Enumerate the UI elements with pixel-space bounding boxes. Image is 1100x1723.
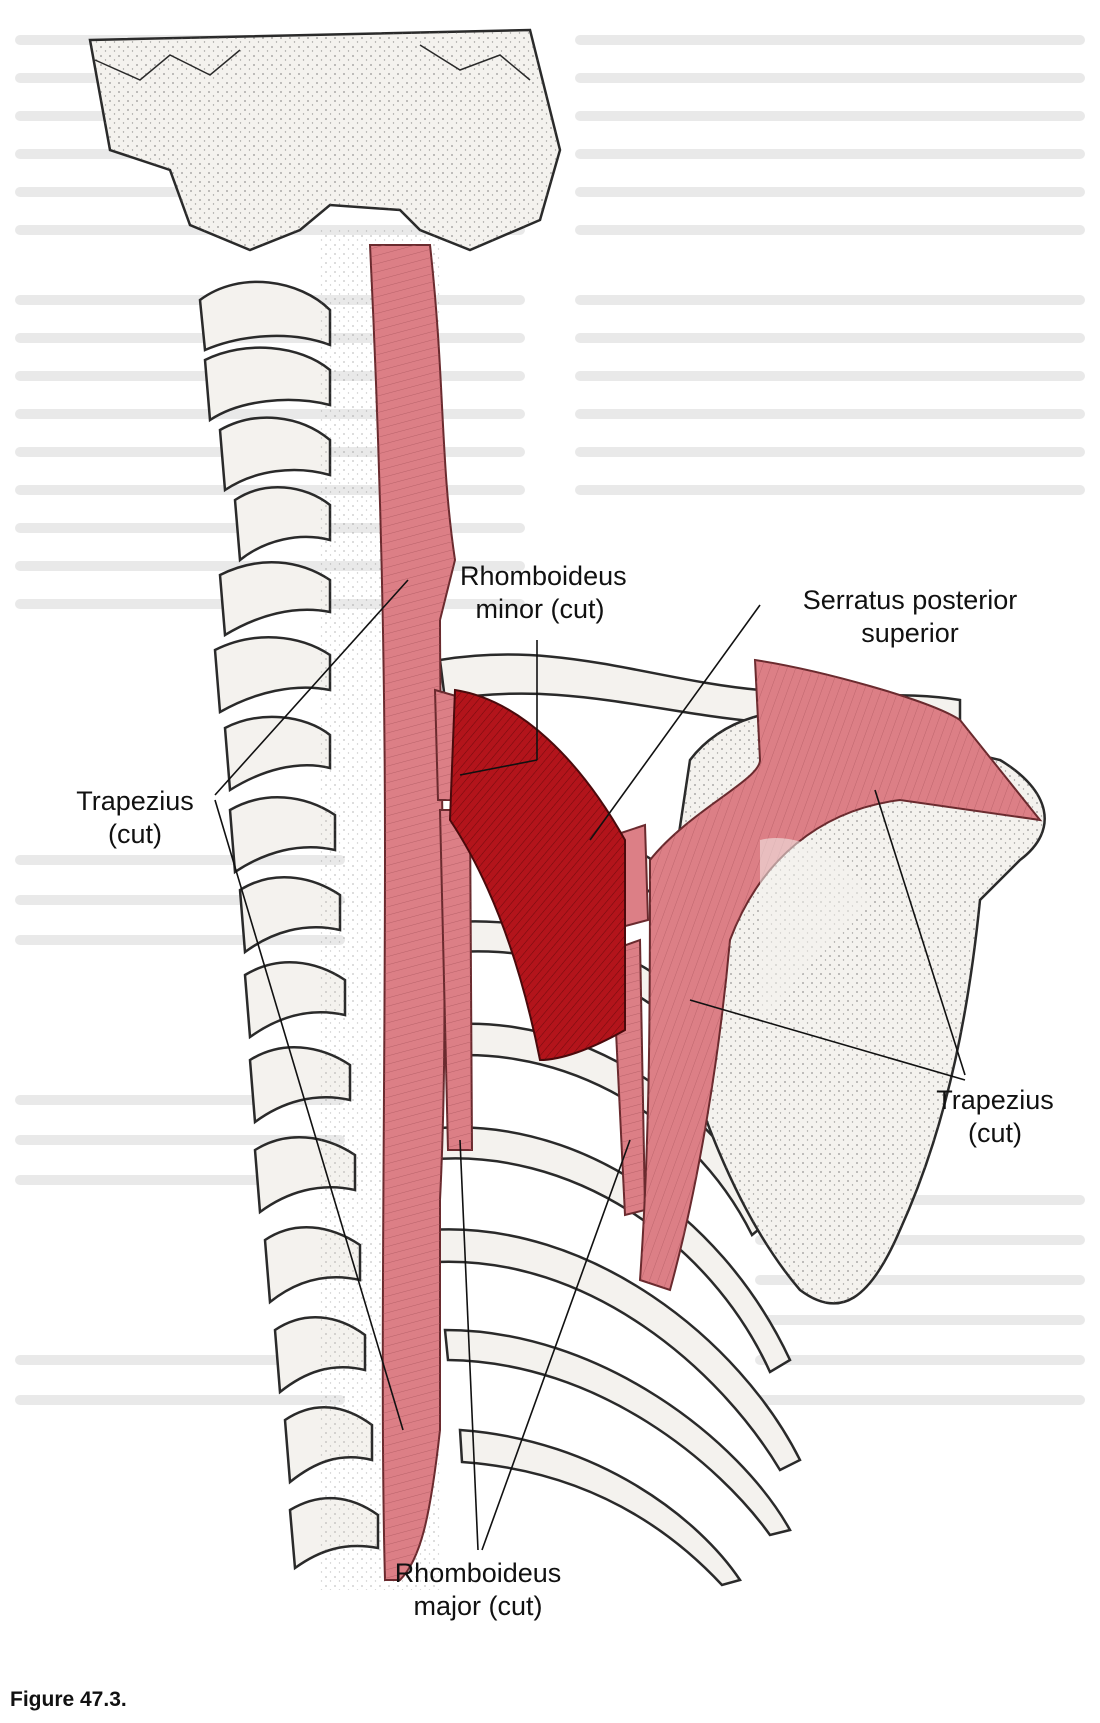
leader-lines	[214, 579, 966, 1551]
label-serratus-posterior-superior: Serratus posterior superior	[802, 585, 1018, 648]
serratus-posterior-superior	[448, 688, 626, 1062]
leader-trapezius-left-upper	[214, 579, 409, 796]
skull-base	[88, 28, 562, 252]
leader-rhomboideus-major-right	[481, 1139, 631, 1551]
label-trapezius-left: Trapezius (cut)	[76, 786, 194, 849]
leader-trapezius-left-lower	[214, 799, 404, 1431]
trapezius-cut-left	[368, 244, 457, 1581]
figure-caption: Figure 47.3.	[10, 1688, 127, 1711]
label-trapezius-right: Trapezius (cut)	[936, 1085, 1054, 1148]
leader-rhomboideus-major-left	[459, 1139, 479, 1551]
trapezius-cut-right	[638, 658, 1043, 1292]
label-rhomboideus-major: Rhomboideus major (cut)	[394, 1558, 562, 1621]
leader-trapezius-right-lower	[689, 999, 966, 1081]
leader-rhomboideus-minor-tick	[459, 759, 538, 776]
label-rhomboideus-minor: Rhomboideus minor (cut)	[460, 561, 627, 624]
leader-serratus	[589, 604, 761, 841]
leader-trapezius-right-upper	[874, 789, 966, 1076]
